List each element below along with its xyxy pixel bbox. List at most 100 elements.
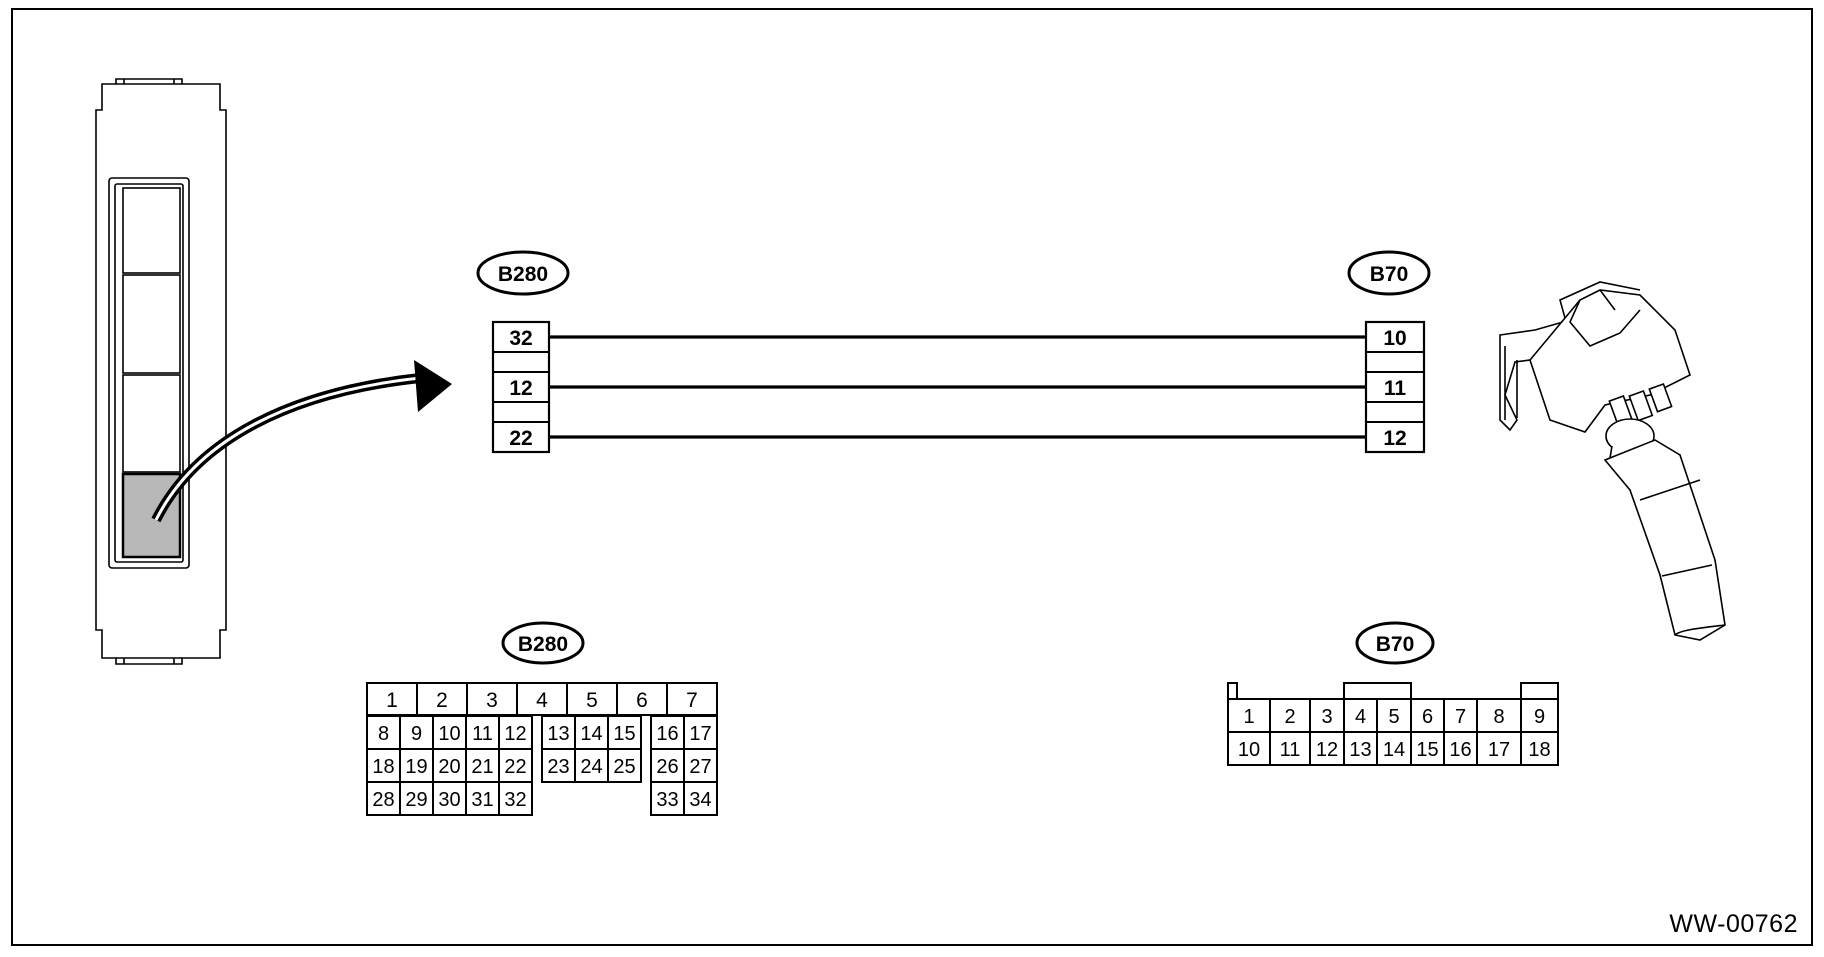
pin-number: 13 bbox=[1349, 739, 1371, 761]
pin-number: 16 bbox=[656, 723, 678, 745]
pin-number: 11 bbox=[1280, 739, 1301, 761]
b70-wire-pin-number: 11 bbox=[1384, 377, 1407, 400]
wire-harness: 32 10 12 11 22 12 bbox=[491, 320, 1426, 454]
pin-cell bbox=[683, 781, 718, 816]
diagram-reference-code: WW-00762 bbox=[1669, 910, 1798, 938]
b70-housing-keys bbox=[1227, 682, 1559, 699]
svg-text:B280: B280 bbox=[518, 633, 568, 656]
pin-number: 20 bbox=[438, 756, 460, 778]
pin-number: 17 bbox=[1488, 739, 1510, 761]
pin-number: 9 bbox=[411, 723, 422, 745]
pin-number: 34 bbox=[689, 789, 711, 811]
pin-cell bbox=[498, 781, 533, 816]
svg-text:B70: B70 bbox=[1370, 263, 1409, 286]
pin-number: 4 bbox=[536, 689, 548, 712]
pin-cell bbox=[399, 781, 434, 816]
pin-number: 27 bbox=[689, 756, 711, 778]
pin-number: 14 bbox=[1383, 739, 1405, 761]
pin-cell bbox=[1376, 731, 1412, 766]
diagram-frame bbox=[11, 8, 1813, 946]
pin-number: 12 bbox=[1316, 739, 1338, 761]
pin-number: 29 bbox=[405, 789, 427, 811]
pin-number: 30 bbox=[438, 789, 460, 811]
b280-wire-pin-number: 32 bbox=[509, 327, 532, 350]
pin-cell bbox=[1476, 698, 1522, 733]
pin-cell bbox=[1443, 731, 1478, 766]
pin-number: 31 bbox=[471, 789, 493, 811]
pin-number: 3 bbox=[1321, 706, 1332, 728]
pin-number: 2 bbox=[1284, 706, 1295, 728]
pin-cell bbox=[1343, 731, 1378, 766]
pin-number: 9 bbox=[1534, 706, 1545, 728]
pin-number: 26 bbox=[656, 756, 678, 778]
pin-number: 22 bbox=[504, 756, 526, 778]
pin-cell bbox=[1269, 731, 1311, 766]
svg-text:B70: B70 bbox=[1376, 633, 1415, 656]
b70-face-label: B70 bbox=[1355, 621, 1435, 665]
pin-number: 19 bbox=[405, 756, 427, 778]
pin-number: 12 bbox=[504, 723, 526, 745]
b280-wire-pin-number: 22 bbox=[509, 427, 532, 450]
pin-cell bbox=[1410, 731, 1445, 766]
control-module-illustration bbox=[95, 78, 227, 665]
pin-cell bbox=[432, 781, 467, 816]
pin-number: 32 bbox=[504, 789, 526, 811]
pin-number: 8 bbox=[378, 723, 389, 745]
pin-cell bbox=[650, 715, 685, 750]
pin-number: 18 bbox=[1528, 739, 1550, 761]
pin-number: 5 bbox=[1388, 706, 1399, 728]
pin-cell bbox=[541, 748, 576, 783]
pin-cell bbox=[1443, 698, 1478, 733]
pin-number: 10 bbox=[1238, 739, 1260, 761]
pin-number: 13 bbox=[547, 723, 569, 745]
connector-b280-label: B280 bbox=[476, 250, 570, 296]
pin-number: 11 bbox=[472, 723, 493, 745]
b280-wire-pin-number: 12 bbox=[509, 377, 532, 400]
pointer-arrow bbox=[151, 360, 452, 523]
pin-cell bbox=[650, 748, 685, 783]
pin-cell bbox=[1269, 698, 1311, 733]
pin-number: 28 bbox=[372, 789, 394, 811]
pin-number: 24 bbox=[580, 756, 602, 778]
pin-cell bbox=[650, 781, 685, 816]
pin-cell bbox=[498, 748, 533, 783]
svg-text:B280: B280 bbox=[498, 263, 548, 286]
pin-number: 10 bbox=[438, 723, 460, 745]
pin-number: 4 bbox=[1355, 706, 1366, 728]
pin-number: 3 bbox=[486, 689, 498, 712]
pin-number: 23 bbox=[547, 756, 569, 778]
pin-cell bbox=[466, 682, 518, 716]
connector-b70-label: B70 bbox=[1347, 250, 1431, 296]
pin-number: 14 bbox=[580, 723, 602, 745]
pin-number: 18 bbox=[372, 756, 394, 778]
pin-cell bbox=[432, 748, 467, 783]
pin-number: 1 bbox=[386, 689, 398, 712]
pin-number: 6 bbox=[1422, 706, 1433, 728]
pin-cell bbox=[366, 715, 401, 750]
pin-number: 33 bbox=[656, 789, 678, 811]
pin-cell bbox=[366, 682, 418, 716]
pin-cell bbox=[574, 748, 609, 783]
b280-face-label: B280 bbox=[501, 621, 585, 665]
b70-wire-pin-number: 12 bbox=[1383, 427, 1406, 450]
pin-cell bbox=[616, 682, 668, 716]
pin-number: 8 bbox=[1493, 706, 1504, 728]
pin-number: 5 bbox=[586, 689, 598, 712]
pin-number: 6 bbox=[636, 689, 648, 712]
pin-number: 16 bbox=[1449, 739, 1471, 761]
pin-cell bbox=[607, 748, 642, 783]
pin-number: 2 bbox=[436, 689, 448, 712]
pin-number: 15 bbox=[613, 723, 635, 745]
pin-cell bbox=[1520, 731, 1559, 766]
b70-wire-pin-number: 10 bbox=[1383, 327, 1406, 350]
combination-switch-illustration bbox=[1499, 281, 1726, 641]
pin-number: 25 bbox=[613, 756, 635, 778]
pin-number: 15 bbox=[1416, 739, 1438, 761]
pin-cell bbox=[1227, 731, 1271, 766]
pin-number: 7 bbox=[686, 689, 698, 712]
pin-number: 1 bbox=[1243, 706, 1254, 728]
pin-cell bbox=[1520, 698, 1559, 733]
